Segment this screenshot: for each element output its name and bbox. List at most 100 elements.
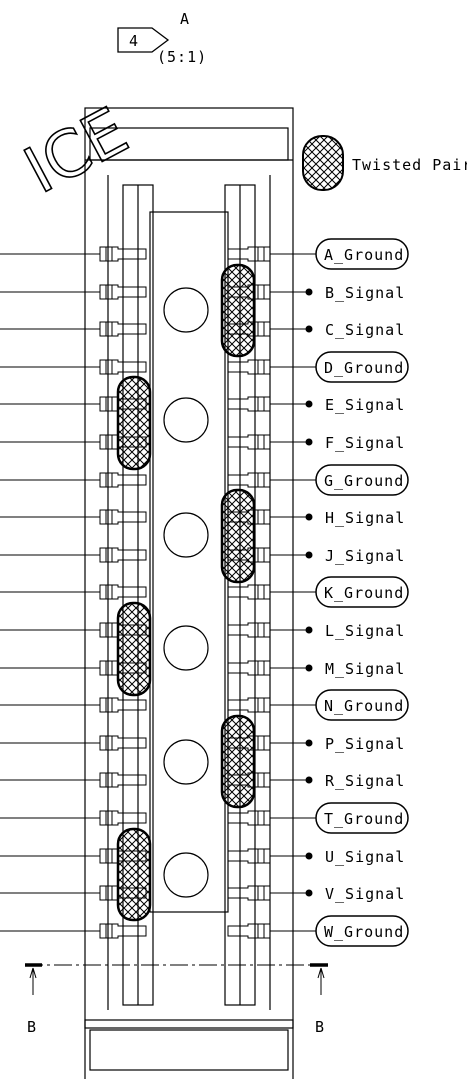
pin-label: U_Signal bbox=[325, 848, 405, 866]
pin-row-g-ground: G_Ground bbox=[0, 464, 409, 496]
pin-row-l-signal: L_Signal bbox=[0, 622, 405, 640]
pin-row-w-ground: W_Ground bbox=[0, 915, 409, 947]
right-contact bbox=[227, 622, 271, 638]
section-mark-left: B bbox=[27, 1018, 37, 1036]
left-contact bbox=[99, 923, 147, 939]
pin-row-d-ground: D_Ground bbox=[0, 351, 409, 383]
pin-label: D_Ground bbox=[324, 359, 404, 377]
signal-dot bbox=[305, 400, 313, 408]
pin-label: L_Signal bbox=[325, 622, 405, 640]
twisted-pair-markers bbox=[116, 263, 256, 922]
pin-label: F_Signal bbox=[325, 434, 405, 452]
section-cut-line: B B bbox=[25, 963, 328, 1036]
pin-label: W_Ground bbox=[324, 923, 404, 941]
legend: Twisted Pair bbox=[302, 135, 467, 191]
signal-dot bbox=[305, 626, 313, 634]
pin-row-c-signal: C_Signal bbox=[0, 321, 405, 339]
right-contact bbox=[227, 848, 271, 864]
left-contact bbox=[99, 584, 147, 600]
ground-label-frame bbox=[315, 689, 409, 721]
pin-row-u-signal: U_Signal bbox=[0, 848, 405, 866]
left-contact bbox=[99, 509, 147, 525]
view-letter: A bbox=[180, 10, 190, 28]
right-contact bbox=[227, 359, 271, 375]
pin-label: J_Signal bbox=[325, 547, 405, 565]
pin-label: G_Ground bbox=[324, 472, 404, 490]
center-holes bbox=[163, 287, 209, 898]
view-scale: (5:1) bbox=[157, 48, 207, 66]
pin-label: M_Signal bbox=[325, 660, 405, 678]
pin-row-k-ground: K_Ground bbox=[0, 576, 409, 608]
pin-row-e-signal: E_Signal bbox=[0, 396, 404, 414]
twisted-pair-icon bbox=[116, 827, 152, 922]
crosshatch-oval-icon bbox=[302, 135, 344, 191]
section-mark-right: B bbox=[315, 1018, 325, 1036]
pin-label: K_Ground bbox=[324, 584, 404, 602]
pin-label: V_Signal bbox=[325, 885, 405, 903]
right-contact bbox=[227, 396, 271, 412]
ground-label-frame bbox=[315, 351, 409, 383]
ground-label-frame bbox=[315, 576, 409, 608]
signal-dot bbox=[305, 852, 313, 860]
pin-label: C_Signal bbox=[325, 321, 405, 339]
pin-label: P_Signal bbox=[325, 735, 405, 753]
pin-rows: A_GroundB_SignalC_SignalD_GroundE_Signal… bbox=[0, 238, 409, 947]
left-contact bbox=[99, 735, 147, 751]
left-contact bbox=[99, 810, 147, 826]
signal-dot bbox=[305, 739, 313, 747]
signal-dot bbox=[305, 438, 313, 446]
right-contact bbox=[227, 885, 271, 901]
right-contact bbox=[227, 246, 271, 262]
right-contact bbox=[227, 434, 271, 450]
pin-label: R_Signal bbox=[325, 772, 405, 790]
ground-label-frame bbox=[315, 915, 409, 947]
twisted-pair-icon bbox=[116, 375, 152, 471]
twisted-pair-icon bbox=[116, 601, 152, 697]
pin-row-n-ground: N_Ground bbox=[0, 689, 409, 721]
left-contact bbox=[99, 547, 147, 563]
pin-row-b-signal: B_Signal bbox=[0, 284, 405, 302]
right-contact bbox=[227, 810, 271, 826]
view-number: 4 bbox=[129, 32, 139, 50]
pin-label: A_Ground bbox=[324, 246, 404, 264]
pin-label: B_Signal bbox=[325, 284, 405, 302]
left-contact bbox=[99, 472, 147, 488]
pin-row-t-ground: T_Ground bbox=[0, 802, 409, 834]
pin-row-r-signal: R_Signal bbox=[0, 772, 405, 790]
twisted-pair-icon bbox=[220, 263, 256, 358]
left-contact bbox=[99, 284, 147, 300]
signal-dot bbox=[305, 664, 313, 672]
ground-label-frame bbox=[315, 802, 409, 834]
right-contact bbox=[227, 584, 271, 600]
pin-label: N_Ground bbox=[324, 697, 404, 715]
signal-dot bbox=[305, 551, 313, 559]
connector-body bbox=[84, 107, 294, 1079]
signal-dot bbox=[305, 288, 313, 296]
left-contact bbox=[99, 772, 147, 788]
pin-row-a-ground: A_Ground bbox=[0, 238, 409, 270]
pin-row-m-signal: M_Signal bbox=[0, 660, 405, 678]
pin-label: T_Ground bbox=[324, 810, 404, 828]
twisted-pair-icon bbox=[220, 488, 256, 584]
legend-label: Twisted Pair bbox=[352, 156, 467, 174]
signal-dot bbox=[305, 889, 313, 897]
signal-dot bbox=[305, 325, 313, 333]
left-contact bbox=[99, 697, 147, 713]
ground-label-frame bbox=[315, 238, 409, 270]
signal-dot bbox=[305, 776, 313, 784]
right-contact bbox=[227, 660, 271, 676]
right-contact bbox=[227, 472, 271, 488]
ground-label-frame bbox=[315, 464, 409, 496]
left-contact bbox=[99, 359, 147, 375]
right-contact bbox=[227, 697, 271, 713]
left-contact bbox=[99, 321, 147, 337]
twisted-pair-icon bbox=[220, 714, 256, 809]
pin-label: H_Signal bbox=[325, 509, 405, 527]
pin-row-h-signal: H_Signal bbox=[0, 509, 405, 527]
watermark: ICE bbox=[13, 94, 140, 208]
pin-row-f-signal: F_Signal bbox=[0, 434, 405, 452]
pin-row-j-signal: J_Signal bbox=[0, 547, 405, 565]
pin-row-p-signal: P_Signal bbox=[0, 735, 405, 753]
pin-row-v-signal: V_Signal bbox=[0, 885, 405, 903]
